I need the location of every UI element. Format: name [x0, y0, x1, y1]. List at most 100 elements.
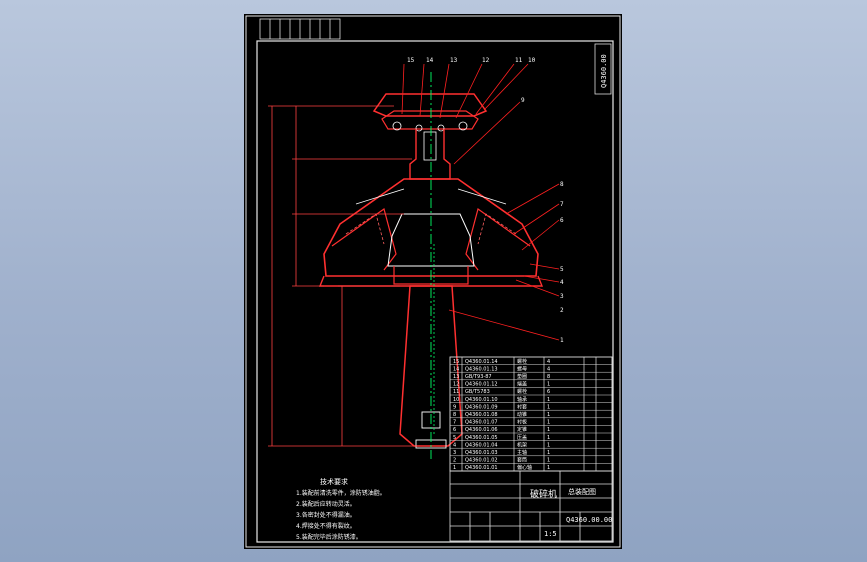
dimensions — [268, 105, 420, 447]
bom-cell: 11 — [453, 389, 459, 395]
drawing-stamp: Q4360.00 — [600, 54, 608, 88]
part-number-label: 2 — [560, 307, 564, 314]
bom-cell: 13 — [453, 374, 459, 380]
tech-req-line: 2.装配后应转动灵活。 — [296, 500, 356, 508]
title-scale: 1:5 — [544, 530, 557, 538]
crusher-assembly — [318, 72, 544, 459]
bom-cell: 1 — [547, 404, 550, 410]
bom-cell: 动锥 — [517, 411, 527, 418]
bom-cell: Q4360.01.07 — [465, 420, 498, 426]
bom-cell: 5 — [453, 435, 456, 441]
bom-cell: Q4360.01.02 — [465, 458, 498, 464]
tech-req-line: 3.各密封处不得漏油。 — [296, 511, 356, 519]
part-number-label: 5 — [560, 266, 564, 273]
bom-cell: 1 — [547, 427, 550, 433]
inner-frame — [256, 40, 614, 543]
bom-cell: 15 — [453, 359, 459, 365]
bom-cell: 1 — [547, 435, 550, 441]
part-number-label: 15 — [407, 57, 415, 64]
bom-cell: 1 — [547, 442, 550, 448]
part-number-label: 1 — [560, 337, 564, 344]
cone-body — [323, 178, 539, 277]
part-number-label: 6 — [560, 217, 564, 224]
shaft-housing — [409, 129, 451, 180]
bom-cell: Q4360.01.06 — [465, 427, 498, 433]
bom-cell: 4 — [453, 442, 456, 448]
bom-cell: 10 — [453, 397, 459, 403]
bom-cell: 4 — [547, 359, 550, 365]
bom-cell: GB/T5783 — [465, 389, 490, 395]
part-number-label: 9 — [521, 97, 525, 104]
stamp-box — [594, 43, 612, 95]
tech-req-line: 5.装配完毕后涂防锈漆。 — [296, 533, 362, 541]
part-number-label: 3 — [560, 293, 564, 300]
bom-cell: Q4360.01.04 — [465, 442, 498, 448]
title-drawing-name: 破碎机 — [530, 488, 557, 500]
bom-cell: Q4360.01.03 — [465, 450, 498, 456]
tech-req-title: 技术要求 — [320, 477, 348, 486]
part-number-label: 11 — [515, 57, 523, 64]
bom-cell: 轴承 — [517, 396, 527, 403]
part-number-label: 10 — [528, 57, 536, 64]
bom-cell: Q4360.01.12 — [465, 382, 498, 388]
bom-cell: Q4360.01.08 — [465, 412, 498, 418]
bom-cell: 12 — [453, 382, 459, 388]
bom-cell: 4 — [547, 366, 550, 372]
bom-cell: Q4360.01.14 — [465, 359, 498, 365]
bom-cell: 衬板 — [517, 419, 527, 426]
title-drawing-number: Q4360.00.00 — [566, 516, 612, 524]
bom-cell: 1 — [547, 397, 550, 403]
bom-cell: 端盖 — [517, 381, 527, 388]
bom-cell: 衬套 — [517, 403, 527, 410]
bom-cell: 偏心轴 — [517, 464, 532, 471]
part-numbers-right: 9 8 7 6 5 4 3 2 1 — [521, 97, 564, 344]
part-number-label: 7 — [560, 201, 564, 208]
bom-cell: 1 — [547, 458, 550, 464]
bom-cell: GB/T93-87 — [465, 374, 492, 380]
part-number-label: 8 — [560, 181, 564, 188]
bearing-housing — [381, 110, 479, 130]
bom-cell: 2 — [453, 458, 456, 464]
bom-cell: 1 — [547, 420, 550, 426]
bom-cell: 1 — [547, 465, 550, 471]
bom-cell: 压盖 — [517, 434, 527, 441]
bom-cell: 定锥 — [517, 426, 527, 433]
bom-cell: 6 — [547, 389, 550, 395]
bom-cell: 螺栓 — [517, 358, 527, 365]
bom-cell: 1 — [453, 465, 456, 471]
assembly-drawing: Q4360.00 — [245, 15, 621, 548]
bom-cell: 6 — [453, 427, 456, 433]
outer-frame — [245, 15, 621, 548]
bom-cell: 1 — [547, 450, 550, 456]
spindle — [399, 285, 463, 447]
bom-cell: Q4360.01.10 — [465, 397, 498, 403]
bom-cell: Q4360.01.13 — [465, 366, 498, 372]
bom-cell: 垫圈 — [517, 373, 527, 380]
part-number-label: 12 — [482, 57, 490, 64]
bom-cell: 机架 — [517, 441, 527, 448]
header-strip — [259, 18, 341, 40]
bom-cell: 7 — [453, 420, 456, 426]
part-numbers-top: 15 14 13 12 11 10 — [407, 57, 536, 64]
bom-cell: 主轴 — [517, 449, 527, 456]
leader-lines — [401, 63, 560, 341]
title-block — [449, 470, 613, 542]
bom-cell: Q4360.01.01 — [465, 465, 498, 471]
bom-cell: 螺母 — [517, 365, 527, 372]
drawing-sheet: Q4360.00 — [244, 14, 622, 549]
bom-cell: 套筒 — [517, 457, 527, 464]
part-number-label: 14 — [426, 57, 434, 64]
bom-cell: 螺栓 — [517, 388, 527, 395]
tech-req-line: 1.装配前清洗零件，涂防锈油脂。 — [296, 489, 386, 497]
part-number-label: 13 — [450, 57, 458, 64]
cone-ribs — [331, 208, 531, 271]
bom-cell: 14 — [453, 366, 459, 372]
bom-cell: Q4360.01.09 — [465, 404, 498, 410]
bom-cell: Q4360.01.05 — [465, 435, 498, 441]
technical-requirements: 技术要求 1.装配前清洗零件，涂防锈油脂。 2.装配后应转动灵活。 3.各密封处… — [296, 477, 386, 541]
bom-cell: 1 — [547, 412, 550, 418]
bom-cell: 3 — [453, 450, 456, 456]
mantle — [387, 213, 475, 267]
